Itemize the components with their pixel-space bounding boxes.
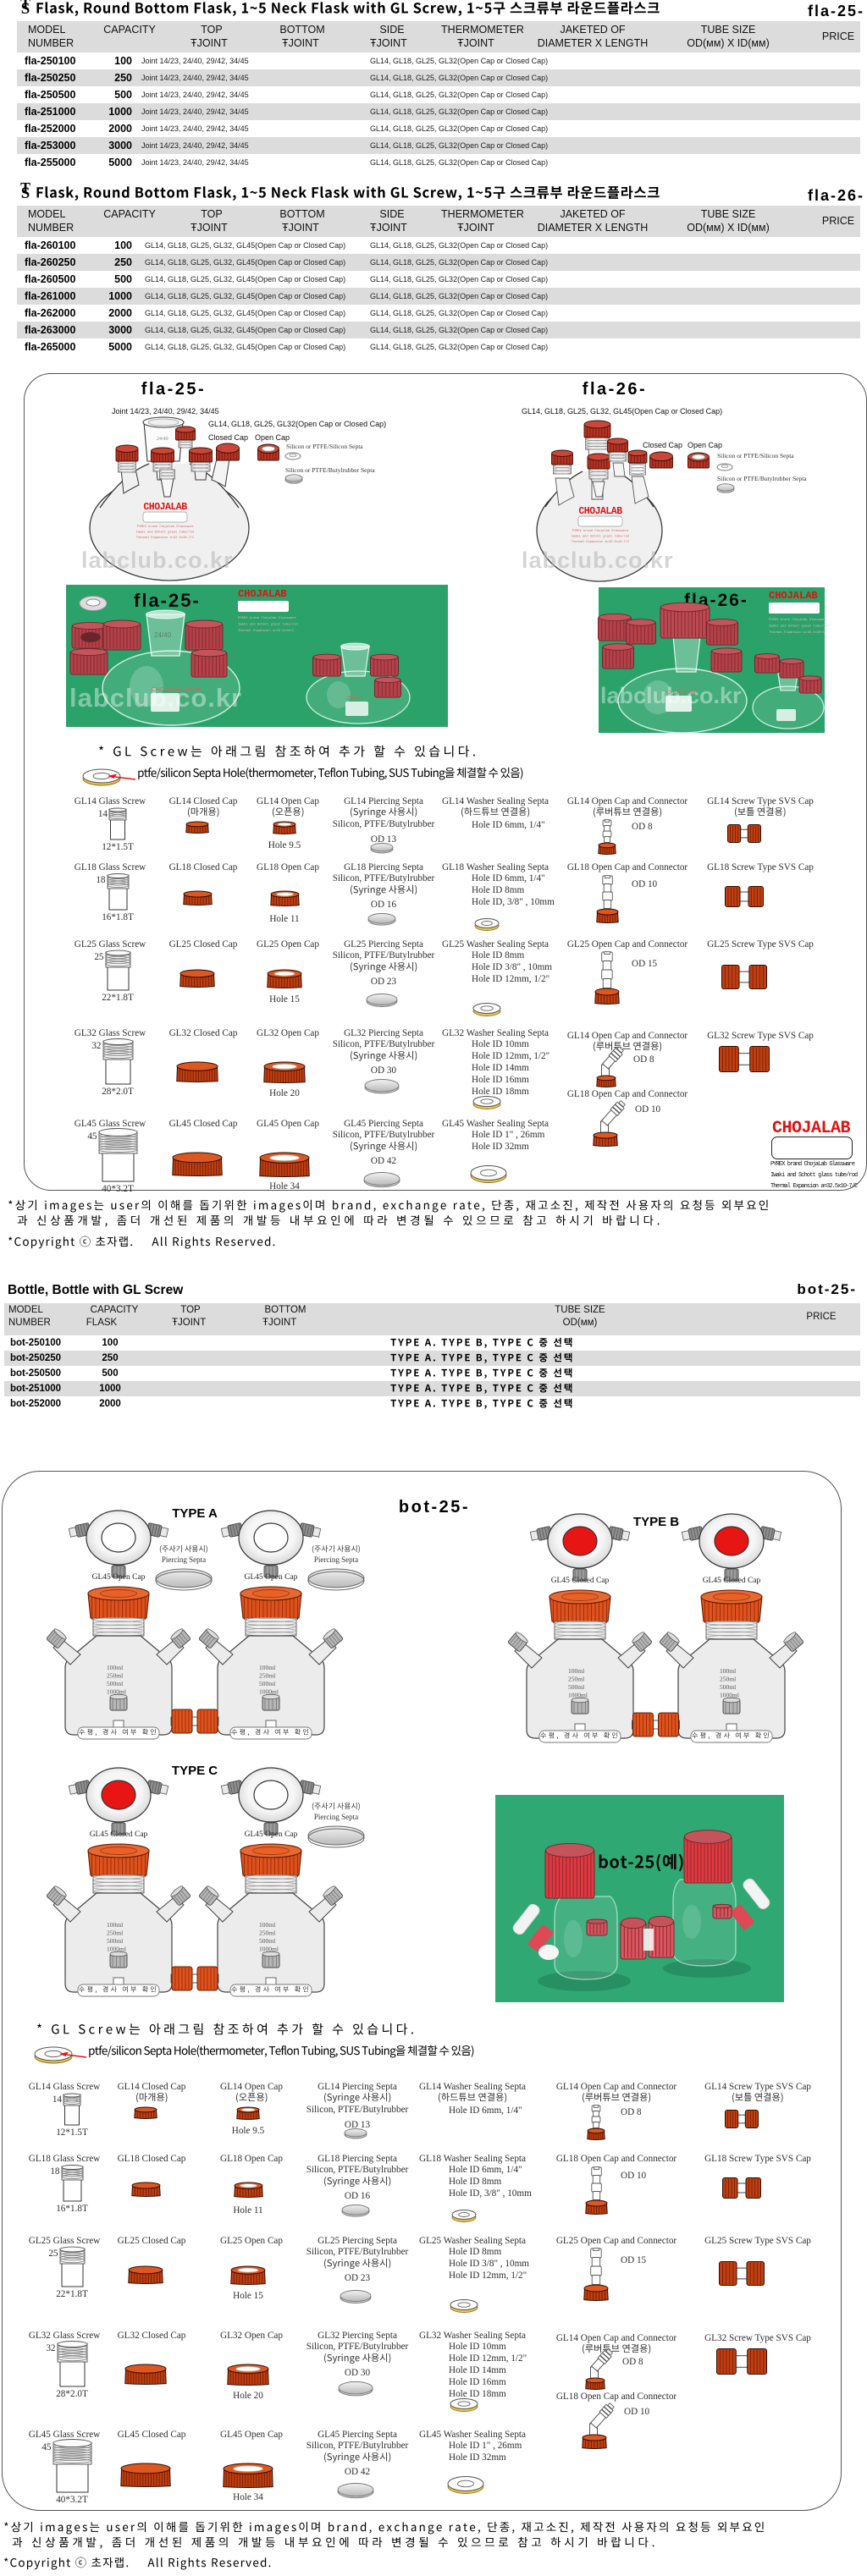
svg-text:24/40: 24/40 — [154, 631, 172, 639]
svg-text:CHOJALAB: CHOJALAB — [578, 506, 622, 517]
svg-text:250ml: 250ml — [259, 1672, 275, 1680]
svg-text:GL14, GL18, GL25, GL32(Open Ca: GL14, GL18, GL25, GL32(Open Cap or Close… — [208, 420, 386, 428]
svg-text:500ml: 500ml — [720, 1683, 736, 1691]
svg-text:100ml: 100ml — [107, 1921, 123, 1929]
svg-text:100ml: 100ml — [568, 1667, 584, 1675]
svg-text:1000ml: 1000ml — [107, 1688, 126, 1696]
svg-text:Joint 14/23, 24/40, 29/42, 34/: Joint 14/23, 24/40, 29/42, 34/45 — [112, 407, 219, 416]
svg-text:1000ml: 1000ml — [720, 1692, 739, 1699]
svg-text:Thermal Expansion a=32.5x10/C: Thermal Expansion a=32.5x10/C — [769, 630, 826, 635]
svg-text:CHOJALAB: CHOJALAB — [143, 502, 187, 513]
svg-text:Open Cap: Open Cap — [255, 433, 290, 442]
svg-text:fla-25-: fla-25- — [134, 590, 201, 611]
svg-text:CHOJALAB: CHOJALAB — [769, 590, 818, 602]
svg-text:100ml: 100ml — [107, 1664, 123, 1671]
svg-text:250ml: 250ml — [107, 1929, 123, 1937]
svg-text:Closed Cap: Closed Cap — [208, 433, 248, 442]
svg-text:Thermal Expansion a=32.5x10/C: Thermal Expansion a=32.5x10/C — [238, 629, 295, 633]
svg-text:250ml: 250ml — [259, 1929, 275, 1937]
svg-text:PYREX brand Chojalab Glassware: PYREX brand Chojalab Glassware — [238, 616, 296, 620]
svg-text:Iwaki and Schott glass tube/ro: Iwaki and Schott glass tube/rod — [136, 531, 195, 535]
svg-text:1000ml: 1000ml — [107, 1946, 126, 1953]
svg-text:Thermal Expansion a=32.5x10-7/: Thermal Expansion a=32.5x10-7/C — [136, 536, 195, 540]
svg-text:500ml: 500ml — [107, 1680, 123, 1687]
svg-text:CHOJALAB: CHOJALAB — [666, 690, 695, 696]
svg-text:Silicon or PTFE/Silicon Septa: Silicon or PTFE/Silicon Septa — [286, 443, 363, 450]
svg-text:250 ml: 250 ml — [346, 696, 362, 702]
svg-text:100ml: 100ml — [259, 1664, 275, 1671]
svg-text:labclub.co.kr: labclub.co.kr — [522, 548, 674, 573]
svg-text:Thermal Expansion a=32.5x10-7/: Thermal Expansion a=32.5x10-7/C — [572, 540, 630, 544]
svg-text:PYREX brand Chojalab Glassware: PYREX brand Chojalab Glassware — [137, 525, 193, 529]
svg-text:Silicon or PTFE/Silicon Septa: Silicon or PTFE/Silicon Septa — [717, 452, 794, 460]
svg-text:CHOJALAB 250ml: CHOJALAB 250ml — [152, 687, 201, 693]
svg-text:Silicon or PTFE/Butylrubber Se: Silicon or PTFE/Butylrubber Septa — [717, 475, 807, 482]
svg-text:CHOJALAB: CHOJALAB — [238, 588, 287, 600]
svg-text:Iwaki and Schott glass tube/ro: Iwaki and Schott glass tube/rod — [238, 623, 298, 627]
svg-text:500ml: 500ml — [568, 1683, 584, 1691]
svg-text:Iwaki and Schott glass tube/ro: Iwaki and Schott glass tube/rod — [572, 535, 630, 539]
svg-text:labclub.co.kr: labclub.co.kr — [81, 548, 234, 573]
svg-text:Silicon or PTFE/Butylrubber Se: Silicon or PTFE/Butylrubber Septa — [285, 466, 375, 474]
svg-text:Iwaki and Schott glass tube/ro: Iwaki and Schott glass tube/rod — [769, 625, 829, 629]
svg-text:Closed Cap: Closed Cap — [643, 441, 682, 449]
svg-text:250ml: 250ml — [107, 1672, 123, 1680]
svg-text:500ml: 500ml — [259, 1680, 275, 1687]
svg-text:100ml: 100ml — [259, 1921, 275, 1929]
svg-text:1000ml: 1000ml — [568, 1692, 588, 1699]
svg-text:250ml: 250ml — [720, 1676, 736, 1683]
svg-text:1000ml: 1000ml — [259, 1688, 279, 1696]
svg-text:250ml: 250ml — [568, 1676, 584, 1683]
svg-text:500ml: 500ml — [259, 1937, 275, 1945]
svg-text:1000ml: 1000ml — [259, 1946, 279, 1953]
svg-text:24/40: 24/40 — [157, 437, 168, 442]
svg-text:Open Cap: Open Cap — [688, 441, 722, 449]
svg-text:PYREX brand Chojalab Glassware: PYREX brand Chojalab Glassware — [769, 618, 827, 622]
svg-text:GL14, GL18, GL25, GL32, GL45(O: GL14, GL18, GL25, GL32, GL45(Open Cap or… — [522, 407, 722, 416]
svg-text:PYREX brand Chojalab Glassware: PYREX brand Chojalab Glassware — [572, 529, 628, 533]
svg-text:500ml: 500ml — [107, 1937, 123, 1945]
svg-text:100ml: 100ml — [720, 1667, 736, 1675]
